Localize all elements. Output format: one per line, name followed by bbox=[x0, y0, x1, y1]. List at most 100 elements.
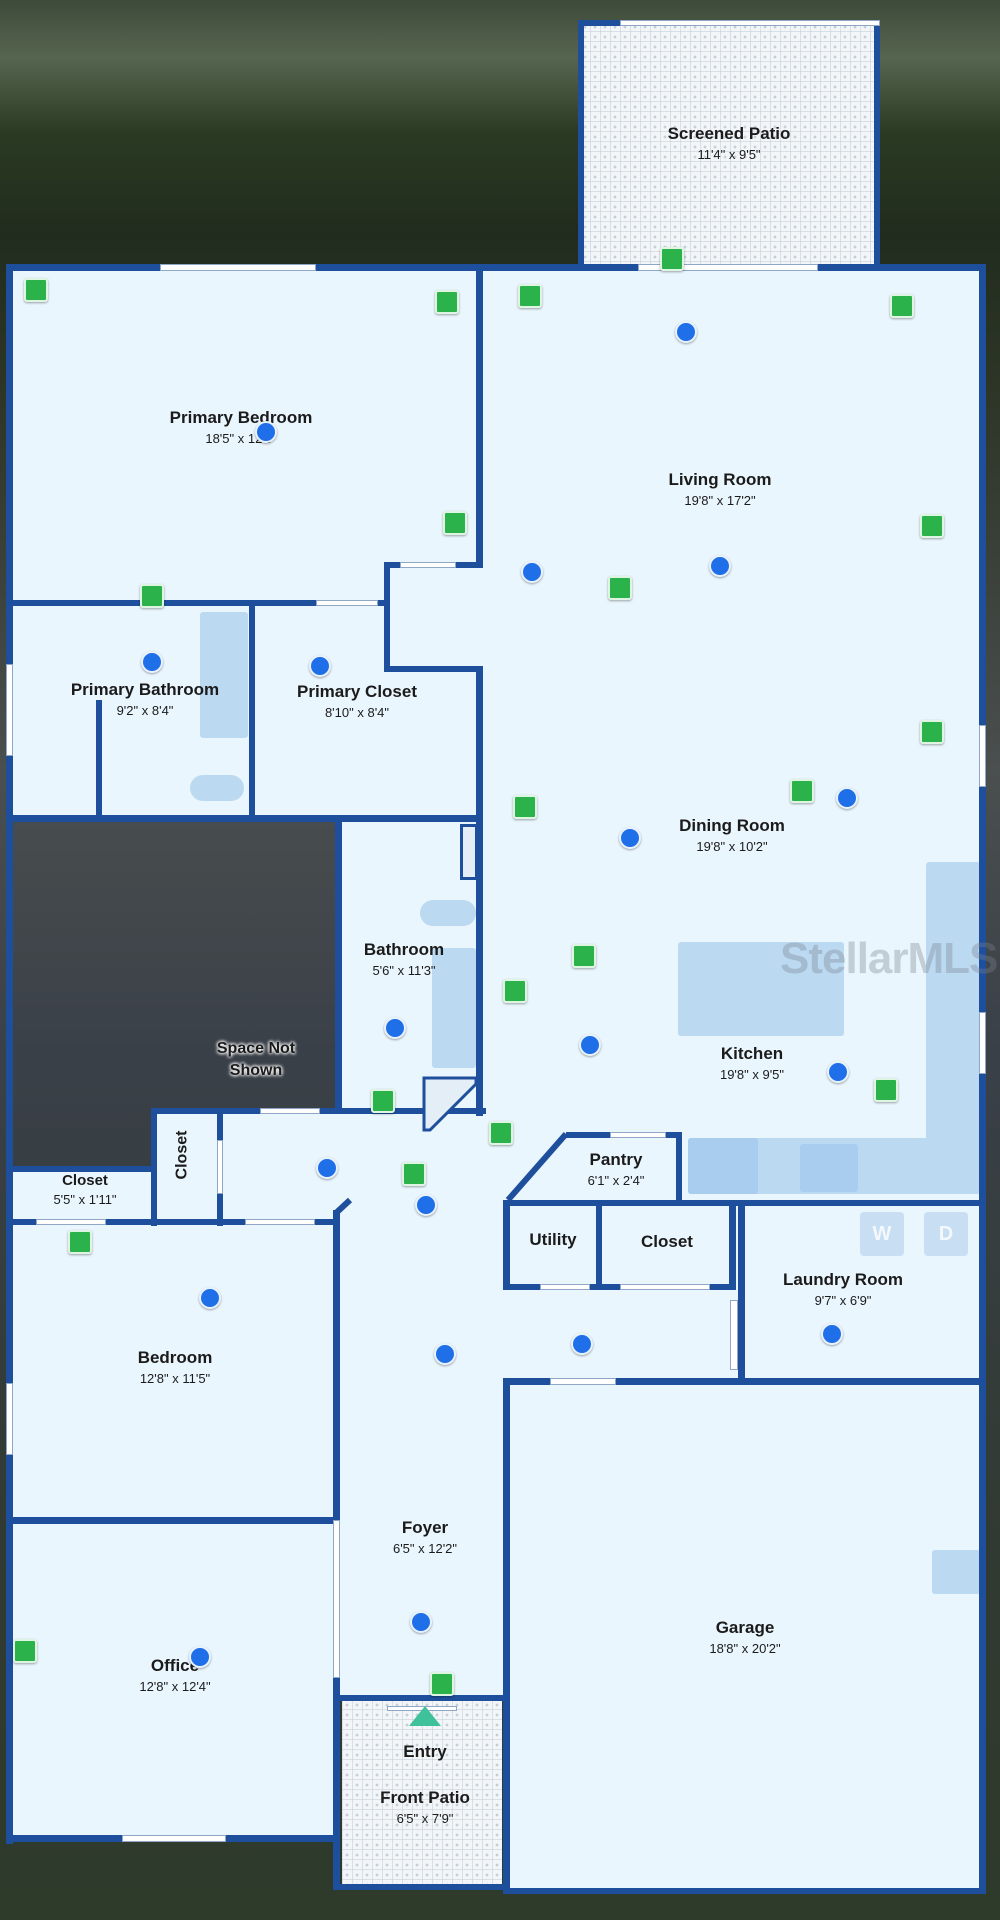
wall bbox=[6, 1166, 154, 1172]
wall bbox=[460, 824, 478, 880]
photo-marker-icon[interactable] bbox=[513, 795, 537, 819]
window bbox=[550, 1378, 616, 1385]
camera-marker-icon[interactable] bbox=[141, 651, 163, 673]
photo-marker-icon[interactable] bbox=[402, 1162, 426, 1186]
photo-marker-icon[interactable] bbox=[608, 576, 632, 600]
wall bbox=[503, 1284, 735, 1290]
window bbox=[160, 264, 316, 271]
wall bbox=[503, 1378, 510, 1890]
camera-marker-icon[interactable] bbox=[709, 555, 731, 577]
photo-marker-icon[interactable] bbox=[489, 1121, 513, 1145]
photo-marker-icon[interactable] bbox=[660, 247, 684, 271]
camera-marker-icon[interactable] bbox=[521, 561, 543, 583]
bathroom-toilet-fixture bbox=[420, 900, 476, 926]
bathroom-vanity bbox=[432, 948, 476, 1068]
window bbox=[6, 664, 13, 756]
photo-marker-icon[interactable] bbox=[920, 514, 944, 538]
kitchen-counter-right bbox=[926, 862, 980, 1192]
sink-fixture bbox=[688, 1138, 758, 1194]
camera-marker-icon[interactable] bbox=[410, 1611, 432, 1633]
photo-marker-icon[interactable] bbox=[572, 944, 596, 968]
photo-marker-icon[interactable] bbox=[503, 979, 527, 1003]
wall bbox=[6, 600, 390, 606]
wall bbox=[676, 1132, 682, 1202]
wall bbox=[335, 818, 342, 1113]
wall bbox=[503, 1888, 986, 1894]
camera-marker-icon[interactable] bbox=[571, 1333, 593, 1355]
space-not-shown-label: Space Not Shown bbox=[216, 1040, 296, 1079]
photo-marker-icon[interactable] bbox=[430, 1672, 454, 1696]
hallway-floor bbox=[220, 1112, 510, 1222]
entry-arrow-icon bbox=[409, 1706, 441, 1726]
photo-marker-icon[interactable] bbox=[920, 720, 944, 744]
photo-marker-icon[interactable] bbox=[68, 1230, 92, 1254]
photo-marker-icon[interactable] bbox=[518, 284, 542, 308]
window bbox=[6, 1383, 13, 1455]
bedroom-floor bbox=[10, 1222, 336, 1520]
kitchen-island bbox=[678, 942, 844, 1036]
wall bbox=[506, 1200, 986, 1206]
closet-vertical-floor bbox=[154, 1112, 220, 1222]
window bbox=[979, 725, 986, 787]
wall bbox=[340, 1695, 506, 1701]
window bbox=[333, 1520, 340, 1678]
camera-marker-icon[interactable] bbox=[384, 1017, 406, 1039]
photo-marker-icon[interactable] bbox=[890, 294, 914, 318]
camera-marker-icon[interactable] bbox=[199, 1287, 221, 1309]
window bbox=[122, 1835, 226, 1842]
window bbox=[400, 562, 456, 568]
entry-label: Entry bbox=[403, 1742, 447, 1761]
camera-marker-icon[interactable] bbox=[309, 655, 331, 677]
window bbox=[610, 1132, 666, 1138]
wall bbox=[249, 600, 255, 818]
photo-marker-icon[interactable] bbox=[13, 1639, 37, 1663]
toilet-fixture bbox=[190, 775, 244, 801]
camera-marker-icon[interactable] bbox=[579, 1034, 601, 1056]
photo-marker-icon[interactable] bbox=[140, 584, 164, 608]
photo-marker-icon[interactable] bbox=[443, 511, 467, 535]
wall bbox=[738, 1200, 745, 1384]
camera-marker-icon[interactable] bbox=[189, 1646, 211, 1668]
camera-marker-icon[interactable] bbox=[255, 421, 277, 443]
photo-marker-icon[interactable] bbox=[24, 278, 48, 302]
camera-marker-icon[interactable] bbox=[675, 321, 697, 343]
camera-marker-icon[interactable] bbox=[434, 1343, 456, 1365]
stove-fixture bbox=[800, 1144, 858, 1192]
window bbox=[217, 1140, 223, 1194]
wall bbox=[6, 264, 13, 1844]
wall bbox=[874, 20, 880, 270]
photo-marker-icon[interactable] bbox=[790, 779, 814, 803]
watermark: StellarMLS bbox=[780, 934, 998, 983]
window bbox=[638, 264, 818, 271]
wall bbox=[578, 20, 584, 270]
window bbox=[245, 1219, 315, 1225]
screened-patio-floor bbox=[580, 22, 878, 270]
photo-marker-icon[interactable] bbox=[874, 1078, 898, 1102]
photo-marker-icon[interactable] bbox=[371, 1089, 395, 1113]
camera-marker-icon[interactable] bbox=[821, 1323, 843, 1345]
camera-marker-icon[interactable] bbox=[619, 827, 641, 849]
wall bbox=[596, 1200, 602, 1290]
camera-marker-icon[interactable] bbox=[827, 1061, 849, 1083]
garage-shelf bbox=[932, 1550, 980, 1594]
camera-marker-icon[interactable] bbox=[316, 1157, 338, 1179]
camera-marker-icon[interactable] bbox=[836, 787, 858, 809]
foyer-corner-wall bbox=[333, 1197, 353, 1216]
window bbox=[730, 1300, 738, 1370]
photo-marker-icon[interactable] bbox=[435, 290, 459, 314]
camera-marker-icon[interactable] bbox=[415, 1194, 437, 1216]
window bbox=[316, 600, 378, 606]
bath-vanity bbox=[200, 612, 248, 738]
